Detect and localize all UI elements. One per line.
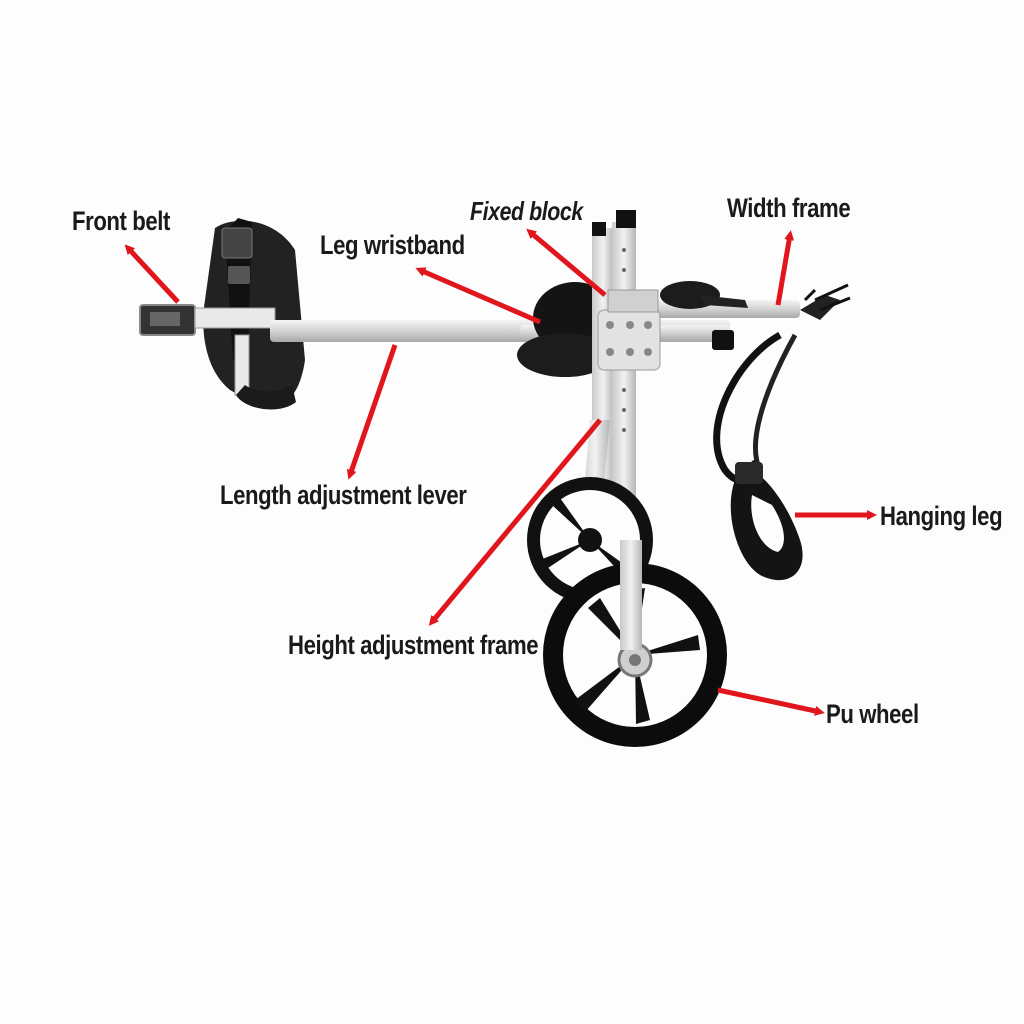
arrow-height-frame (428, 418, 602, 626)
fixed-block-plate (597, 289, 661, 371)
label-leg-wristband: Leg wristband (320, 230, 465, 260)
label-width-frame: Width frame (727, 193, 851, 223)
label-hanging-leg: Hanging leg (880, 501, 1003, 531)
label-fixed-block: Fixed block (470, 196, 583, 226)
arrow-pu-wheel (717, 687, 825, 716)
label-pu-wheel: Pu wheel (826, 699, 919, 729)
arrow-front-belt (124, 244, 180, 304)
length-lever-tube (270, 320, 734, 350)
arrow-width-frame (775, 230, 795, 306)
arrow-leg-wristband (415, 267, 541, 325)
label-height-adjustment-frame: Height adjustment frame (288, 630, 539, 660)
arrow-fixed-block (526, 228, 607, 297)
pu-wheel-front (543, 540, 727, 747)
arrow-length-lever (346, 344, 398, 480)
callout-arrows (124, 228, 877, 716)
height-adjustment-frame (580, 210, 636, 552)
label-front-belt: Front belt (72, 206, 170, 236)
label-length-adjustment-lever: Length adjustment lever (220, 480, 467, 510)
front-belt-harness (139, 218, 305, 410)
hanging-leg-straps (713, 283, 851, 581)
